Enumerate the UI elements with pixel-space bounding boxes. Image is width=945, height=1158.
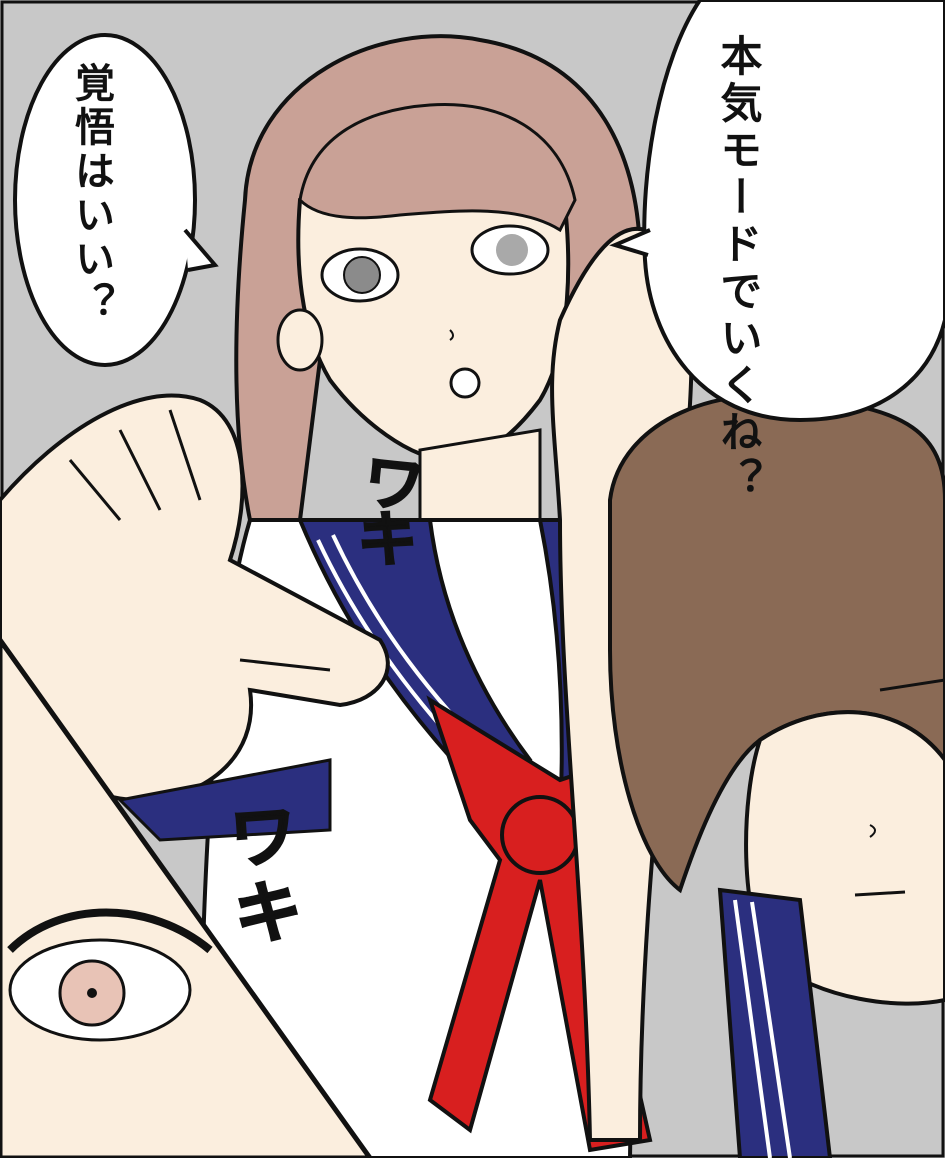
foreground-lid — [7, 908, 213, 954]
boy-nose — [869, 824, 876, 838]
speech-right-line-2: いくね？ — [714, 316, 763, 504]
sfx-waki-bottom: ワキ — [213, 796, 307, 955]
speech-right-text: 本気モードでいくね？ — [710, 34, 766, 504]
boy-collar — [717, 887, 833, 1158]
speech-bubble-left-tail — [183, 228, 219, 272]
finger-lines — [68, 409, 331, 672]
speech-bubble-left — [13, 33, 197, 367]
girl-ear — [276, 308, 324, 372]
speech-bubble-right — [642, 0, 945, 423]
scarf-knot — [500, 795, 580, 875]
girl-bangs — [298, 102, 577, 233]
boy-collar-stripe — [733, 899, 792, 1158]
girl-nose — [449, 329, 454, 341]
navy-sleeve — [116, 758, 332, 842]
girl-mouth — [449, 367, 481, 399]
speech-right-line-1: 本気モードで — [714, 34, 763, 316]
sfx-waki-top: ワキ — [342, 446, 428, 567]
boy-eye-slit — [879, 678, 945, 692]
speech-bubble-right-tail — [609, 228, 651, 257]
speech-left-text: 覚悟はいい？ — [68, 62, 114, 326]
girl-iris-left — [343, 256, 381, 294]
girl-iris-right — [496, 234, 528, 266]
foreground-pupil — [87, 988, 97, 998]
boy-mouth — [854, 890, 906, 897]
